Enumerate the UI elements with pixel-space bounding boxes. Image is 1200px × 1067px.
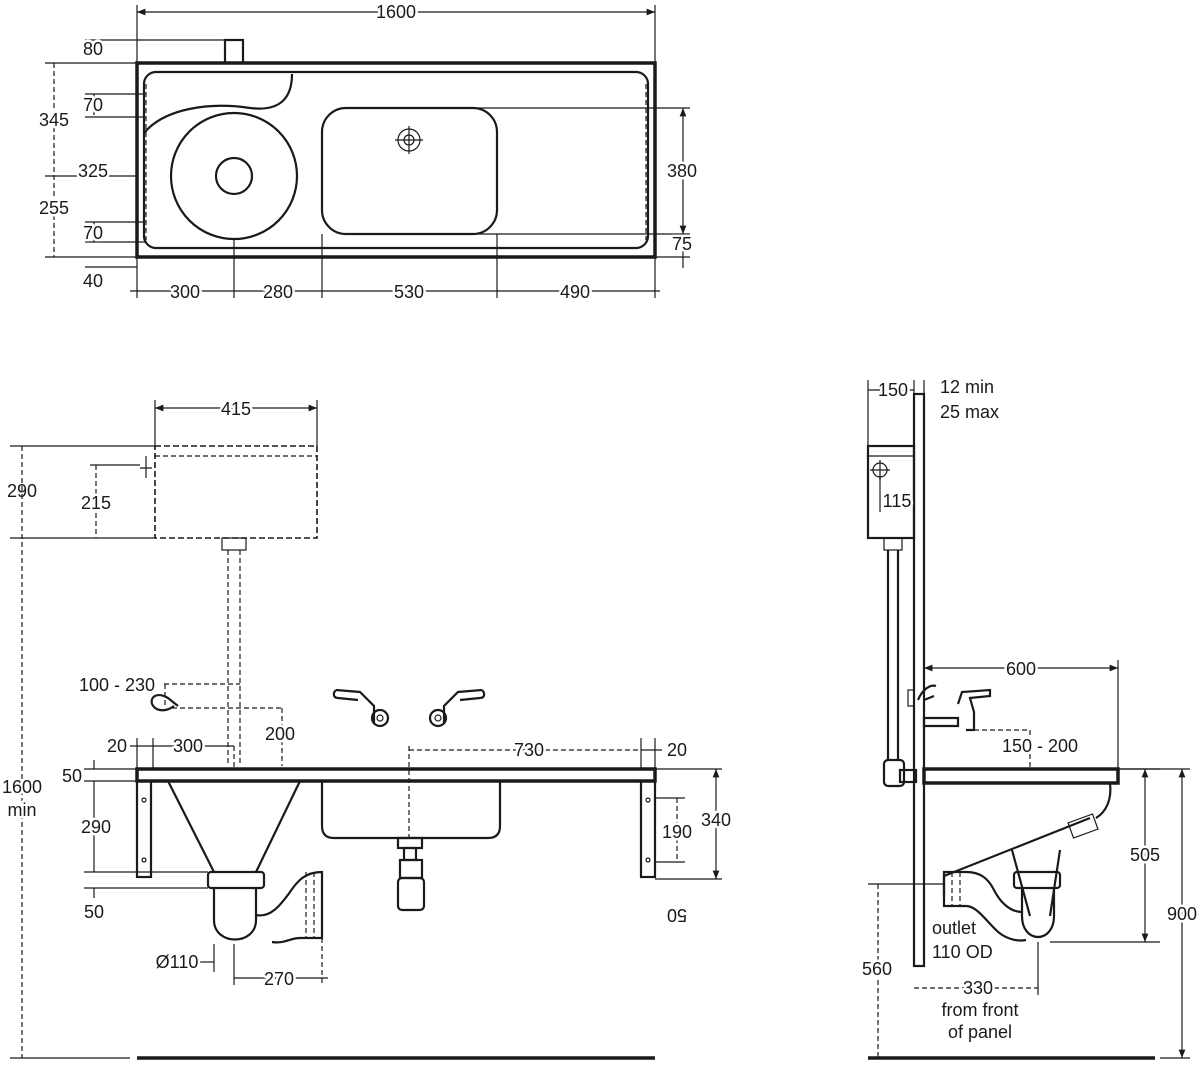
front-sink-bowl xyxy=(320,781,502,840)
dim-seg-530: 530 xyxy=(394,282,424,302)
side-hopper xyxy=(1010,849,1062,917)
plan-flush-rim xyxy=(143,73,294,134)
front-tap-left xyxy=(332,688,376,724)
side-bowl-front xyxy=(1095,782,1112,819)
dim-bracket-height: 290 xyxy=(81,817,111,837)
dim-bowl-depth: 380 xyxy=(667,161,697,181)
dim-panel-max: 25 max xyxy=(940,402,999,422)
dim-flange-top: 70 xyxy=(83,95,103,115)
front-flush-lever xyxy=(150,694,179,712)
front-cistern xyxy=(154,445,318,539)
side-view: 150 12 min 25 max 115 600 150 - 200 xyxy=(859,375,1200,1060)
plan-sink-bowl xyxy=(320,106,499,236)
dim-side-cistern-depth: 150 xyxy=(878,380,908,400)
dim-floor-gap-right: 50 xyxy=(667,905,687,925)
dim-side-rim-height: 900 xyxy=(1167,904,1197,924)
side-trap xyxy=(1020,888,1056,939)
dim-cistern-width: 415 xyxy=(221,399,251,419)
dim-overall-width: 1600 xyxy=(376,2,416,22)
dim-flange-bottom: 70 xyxy=(83,223,103,243)
side-flush-pipe xyxy=(886,550,900,760)
dim-centre: 325 xyxy=(78,161,108,181)
dim-trap-offset: 270 xyxy=(264,969,294,989)
plan-outline xyxy=(135,61,657,259)
dim-tap-range: 150 - 200 xyxy=(1002,736,1078,756)
plan-tap-boss xyxy=(223,38,245,65)
front-worktop xyxy=(135,767,657,783)
dim-side-cistern-inlet: 115 xyxy=(883,491,912,511)
side-tap-body xyxy=(922,716,960,728)
dim-left-margin: 20 xyxy=(107,736,127,756)
dim-floor-gap-left: 50 xyxy=(84,902,104,922)
dim-seg-280: 280 xyxy=(263,282,293,302)
dim-trap-diameter: Ø110 xyxy=(156,952,199,972)
plan-view: 1600 80 345 70 325 255 70 40 380 75 xyxy=(36,0,699,305)
dim-side-outlet-height: 560 xyxy=(862,959,892,979)
front-bracket-right xyxy=(639,779,657,879)
dim-panel-min: 12 min xyxy=(940,377,994,397)
dim-side-projection: 600 xyxy=(1006,659,1036,679)
dim-lever-height: 200 xyxy=(265,724,295,744)
dim-flush-centre: 300 xyxy=(173,736,203,756)
plan-flushing-bowl xyxy=(169,111,299,241)
side-outlet-label-2: 110 OD xyxy=(932,942,993,962)
dim-cistern-inlet: 215 xyxy=(81,493,111,513)
side-trap-outlet xyxy=(942,870,1027,942)
front-trap-outlet xyxy=(255,870,324,944)
side-offset-note-2: of panel xyxy=(948,1022,1012,1042)
dim-side-bowl-height: 505 xyxy=(1130,845,1160,865)
dim-depth-lower: 255 xyxy=(39,198,69,218)
dim-tap-offset: 80 xyxy=(83,39,103,59)
side-panel xyxy=(912,392,926,968)
dim-total-height: 1600 xyxy=(2,777,42,797)
dim-depth-upper: 345 xyxy=(39,110,69,130)
dim-bowl-front: 75 xyxy=(672,234,692,254)
side-outlet-label-1: outlet xyxy=(932,918,976,938)
side-tap-handle xyxy=(956,688,992,732)
dim-total-height-note: min xyxy=(7,800,36,820)
dim-leg-height: 190 xyxy=(662,822,692,842)
side-flush-lever xyxy=(916,684,937,702)
dim-frame-height: 340 xyxy=(701,810,731,830)
plan-drainer xyxy=(142,70,650,250)
side-worktop xyxy=(922,767,1120,785)
front-bottle-trap xyxy=(396,876,426,912)
front-tap-right xyxy=(442,688,486,724)
dim-right-margin: 20 xyxy=(667,740,687,760)
dim-bottom-edge: 40 xyxy=(83,271,103,291)
side-offset-note-1: from front xyxy=(941,1000,1018,1020)
dim-flush-range: 100 - 230 xyxy=(79,675,155,695)
front-view: 415 290 215 100 - 230 200 xyxy=(0,397,734,1060)
dim-bowl-span: 730 xyxy=(514,740,544,760)
plan-outlet xyxy=(214,156,254,196)
front-hopper xyxy=(167,780,301,873)
front-bracket-left xyxy=(135,779,153,879)
front-cistern-inlet xyxy=(140,456,152,478)
side-bowl-base xyxy=(942,816,1091,896)
dim-top-thickness: 50 xyxy=(62,766,82,786)
dim-outlet-offset: 330 xyxy=(963,978,993,998)
dim-seg-490: 490 xyxy=(560,282,590,302)
front-trap xyxy=(212,888,258,941)
dim-seg-300: 300 xyxy=(170,282,200,302)
